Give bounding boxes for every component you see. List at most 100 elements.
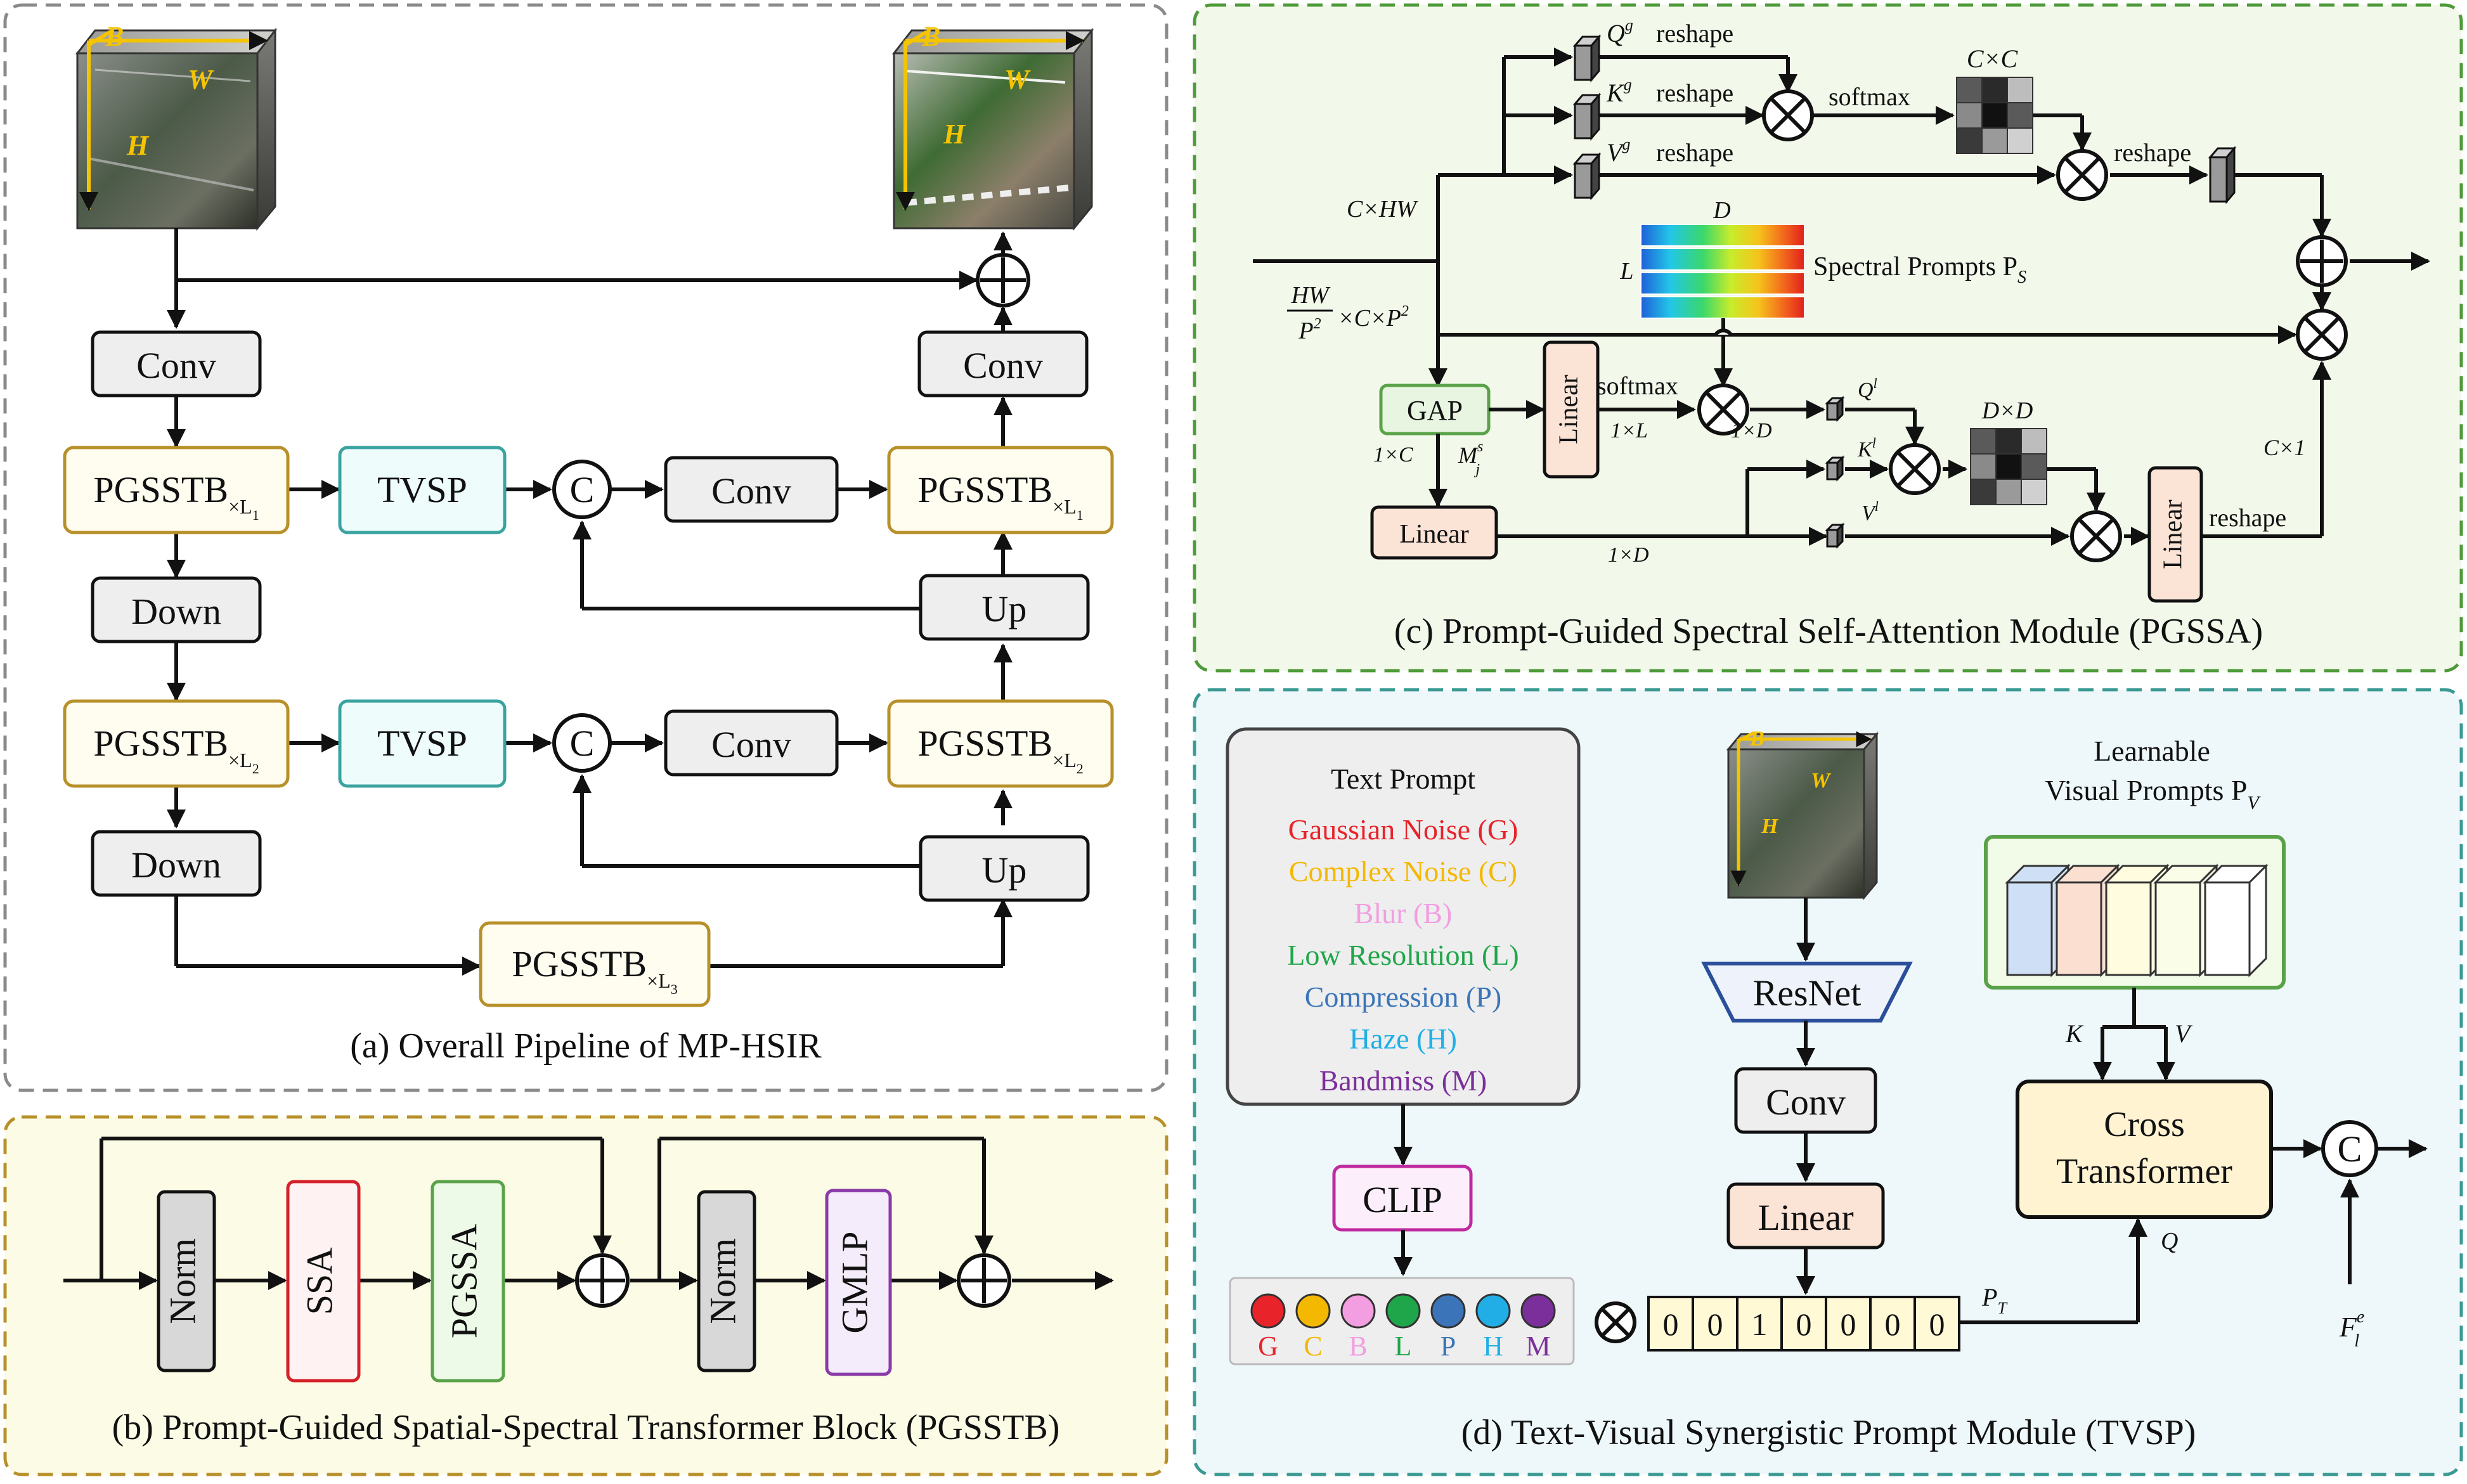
svg-text:Visual Prompts PV: Visual Prompts PV <box>2045 774 2261 813</box>
concat-node: C <box>552 460 612 519</box>
cube-h-label: H <box>1761 815 1779 838</box>
up-block: Up <box>919 574 1090 641</box>
dxd-label: D×D <box>1981 397 2033 424</box>
prompt-item: Low Resolution (L) <box>1287 939 1518 971</box>
pgssa-block: PGSSA <box>431 1180 505 1383</box>
down-label: Down <box>131 591 221 632</box>
attention-cell <box>1995 428 2022 455</box>
q-g-label: Q <box>1607 19 1625 48</box>
embedding-dot-letter: H <box>1483 1331 1503 1362</box>
cross-line1: Cross <box>2104 1105 2185 1144</box>
p-t-sub: T <box>1997 1299 2007 1317</box>
cube-w-label: W <box>1004 64 1031 95</box>
attention-cell <box>1970 479 1997 505</box>
multiply-node <box>2070 510 2122 562</box>
attention-cell <box>1981 102 2008 129</box>
cxc-attention-map <box>1956 77 2033 154</box>
conv-block: Conv <box>664 456 839 523</box>
cube-b-label: B <box>105 21 124 52</box>
input-hsi-cube: B W H <box>1726 727 1879 901</box>
attention-cell <box>1956 127 1983 154</box>
pgsstb-label: PGSSTB <box>917 723 1052 764</box>
attention-cell <box>1970 453 1997 480</box>
concat-label: C <box>570 469 595 510</box>
resnet-label: ResNet <box>1753 972 1862 1014</box>
pgsstb-label: PGSSTB <box>917 469 1052 510</box>
multiply-node <box>2056 149 2108 201</box>
m-s-sub: j <box>1473 461 1480 478</box>
attention-cell <box>2021 479 2047 505</box>
conv-label: Conv <box>136 345 216 386</box>
in-dim-num: HW <box>1290 282 1330 309</box>
attention-cell <box>2021 428 2047 455</box>
f-label: F <box>2339 1312 2357 1343</box>
input-dims: HW P2 ×C×P2 <box>1287 282 1409 344</box>
pgsstb-label: PGSSTB <box>93 723 228 764</box>
embedding-dot <box>1340 1293 1376 1329</box>
clip-label: CLIP <box>1363 1179 1442 1220</box>
pgsstb-block-l3: PGSSTB×L3 <box>479 921 711 1007</box>
one-hot-cell <box>1913 1296 1960 1352</box>
gap-label: GAP <box>1407 395 1463 426</box>
cxhw-label: C×HW <box>1347 196 1418 223</box>
cube-w-label: W <box>188 64 214 95</box>
prompt-item: Compression (P) <box>1305 981 1502 1013</box>
k-l-sup: l <box>1872 435 1876 451</box>
prompt-l-label: L <box>1619 258 1633 285</box>
reshape-out-icon <box>2208 145 2237 205</box>
reshape-label: reshape <box>1656 79 1733 107</box>
attention-cell <box>1970 428 1997 455</box>
pgsstb-block-l1: PGSSTB×L1 <box>887 446 1114 534</box>
cxc-label: C×C <box>1967 44 2019 73</box>
one-hot-value: 0 <box>1885 1307 1901 1342</box>
cube-h-label: H <box>943 119 966 150</box>
svg-text:PGSSTB×L1: PGSSTB×L1 <box>917 469 1083 523</box>
one-hot-cell <box>1869 1296 1916 1352</box>
one-hot-value: 0 <box>1796 1307 1812 1342</box>
concat-node: C <box>552 713 612 773</box>
cube-b-label: B <box>1749 727 1764 751</box>
v-g-icon <box>1572 152 1602 201</box>
svg-text:PT: PT <box>1981 1283 2007 1317</box>
q-label: Q <box>2161 1228 2178 1255</box>
tvsp-block: TVSP <box>338 699 507 788</box>
pgsstb-block-l2: PGSSTB×L2 <box>63 699 290 788</box>
pgsstb-sub-idx: 3 <box>671 981 678 997</box>
svg-text:Qg: Qg <box>1607 16 1633 48</box>
norm-block: Norm <box>697 1190 756 1372</box>
panel-a-frame <box>3 3 1169 1092</box>
pgsstb-sub-idx: 2 <box>252 761 259 777</box>
output-hsi-cube: B W H <box>891 21 1094 231</box>
conv-label: Conv <box>1766 1081 1846 1123</box>
embedding-dot-letter: G <box>1258 1331 1278 1362</box>
one-by-d-label: 1×D <box>1731 419 1772 442</box>
k-l-label: K <box>1857 438 1874 461</box>
v-g-sup: g <box>1622 135 1630 153</box>
one-hot-value: 0 <box>1929 1307 1945 1342</box>
svg-text:Kl: Kl <box>1857 435 1876 461</box>
k-g-label: K <box>1606 79 1625 107</box>
pgssa-label: PGSSA <box>443 1224 484 1339</box>
embedding-dot <box>1430 1293 1466 1329</box>
svg-text:PGSSTB×L2: PGSSTB×L2 <box>917 723 1083 777</box>
k-g-sup: g <box>1624 75 1632 94</box>
conv-block: Conv <box>91 330 262 397</box>
pgsstb-sub: ×L <box>1052 749 1077 771</box>
prompt-item: Bandmiss (M) <box>1319 1064 1487 1097</box>
m-s-label: M <box>1458 442 1479 468</box>
conv-block: Conv <box>664 709 839 777</box>
k-label: K <box>2065 1019 2084 1048</box>
m-s-sup: s <box>1477 439 1483 455</box>
prompt-item: Haze (H) <box>1349 1023 1457 1055</box>
cube-b-label: B <box>921 21 940 52</box>
input-hsi-cube: B W H <box>75 21 278 231</box>
embedding-dot-letter: C <box>1304 1331 1322 1362</box>
panel-a: B W H B W H <box>63 21 1114 1066</box>
one-hot-cell <box>1825 1296 1872 1352</box>
spectral-prompts-label: Spectral Prompts P <box>1813 252 2017 281</box>
cube-h-label: H <box>126 130 150 161</box>
panel-b: Norm SSA PGSSA Norm GMLP (b) Prompt- <box>63 1137 1114 1447</box>
q-g-icon <box>1572 34 1602 83</box>
